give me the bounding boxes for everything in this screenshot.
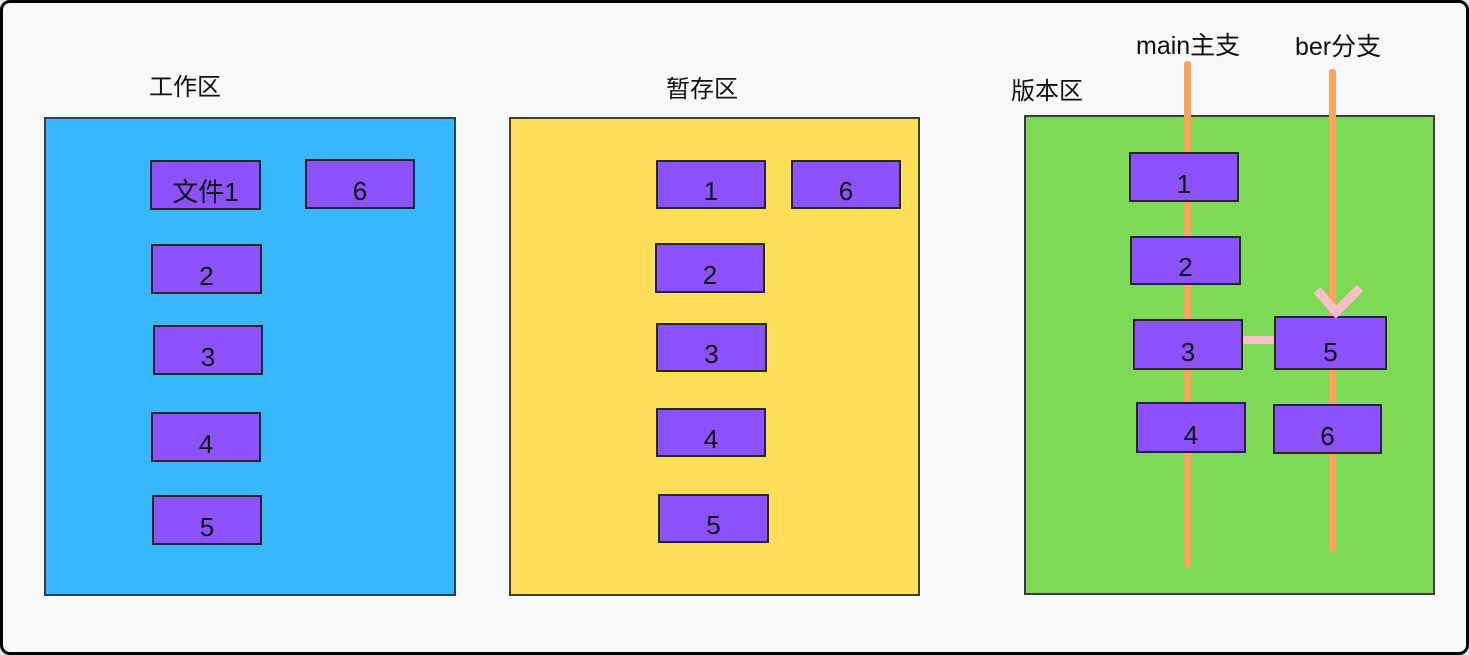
file-box-staging-6: 6 xyxy=(791,160,901,209)
file-box-label: 4 xyxy=(198,429,214,459)
file-box-label: 6 xyxy=(838,176,854,206)
file-box-workspace-5: 5 xyxy=(152,495,262,545)
ber-arrowhead-icon xyxy=(1313,284,1364,319)
file-box-workspace-4: 4 xyxy=(151,412,261,462)
main-branch-label: main主支 xyxy=(1136,32,1241,60)
file-box-version-3: 3 xyxy=(1133,319,1243,370)
file-box-version-2: 2 xyxy=(1130,236,1241,285)
file-box-workspace-6: 6 xyxy=(305,159,415,209)
file-box-label: 2 xyxy=(199,261,214,291)
file-box-workspace-文件1: 文件1 xyxy=(150,160,261,210)
file-box-staging-2: 2 xyxy=(655,243,765,293)
file-box-label: 1 xyxy=(1176,169,1192,199)
file-box-staging-5: 5 xyxy=(658,494,769,543)
staging-title: 暂存区 xyxy=(666,76,738,103)
file-box-label: 5 xyxy=(706,510,721,540)
file-box-workspace-2: 2 xyxy=(151,244,262,294)
file-box-version-6: 6 xyxy=(1273,404,1382,454)
file-box-label: 4 xyxy=(703,424,719,454)
ber-branch-label: ber分支 xyxy=(1295,33,1382,61)
file-box-staging-4: 4 xyxy=(656,408,766,457)
file-box-label: 1 xyxy=(703,176,719,206)
main-branch-line xyxy=(1184,61,1191,568)
file-box-version-5: 5 xyxy=(1274,316,1387,370)
file-box-staging-1: 1 xyxy=(656,160,766,209)
file-box-label: 3 xyxy=(704,339,719,369)
file-box-label: 6 xyxy=(352,176,368,206)
file-box-label: 3 xyxy=(1180,337,1196,367)
file-box-version-4: 4 xyxy=(1136,402,1246,453)
file-box-label: 6 xyxy=(1320,421,1335,451)
file-box-label: 3 xyxy=(200,342,216,372)
file-box-staging-3: 3 xyxy=(656,323,767,372)
file-box-label: 5 xyxy=(1323,337,1338,367)
version-title: 版本区 xyxy=(1011,78,1083,105)
file-box-label: 文件1 xyxy=(172,177,239,207)
file-box-label: 2 xyxy=(1178,252,1193,282)
workspace-title: 工作区 xyxy=(149,74,221,101)
file-box-label: 5 xyxy=(199,512,215,542)
file-box-label: 2 xyxy=(702,260,718,290)
file-box-version-1: 1 xyxy=(1129,152,1239,202)
merge-connector xyxy=(1243,336,1275,344)
file-box-label: 4 xyxy=(1183,420,1199,450)
file-box-workspace-3: 3 xyxy=(153,325,263,375)
